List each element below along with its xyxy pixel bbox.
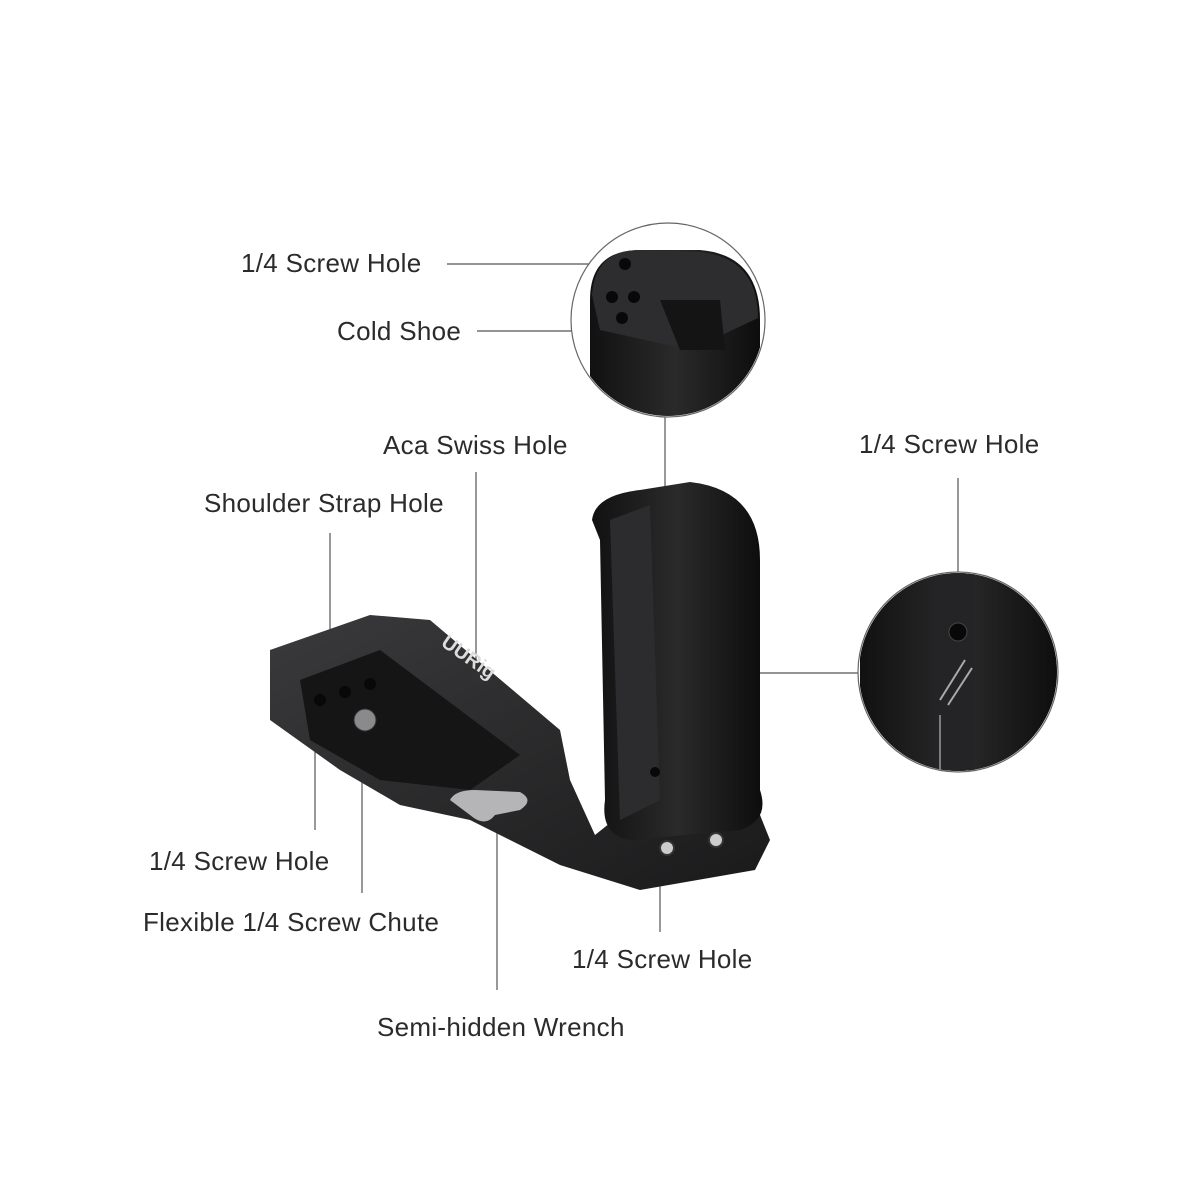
label-arca-swiss-hole: Aca Swiss Hole [383, 430, 568, 460]
camera-cage-handle: UURig [270, 482, 770, 890]
label-flexible-screw-chute: Flexible 1/4 Screw Chute [143, 907, 440, 937]
label-top-screw-hole: 1/4 Screw Hole [241, 248, 422, 278]
cold-shoe-detail [570, 222, 766, 418]
label-bottom-screw-hole: 1/4 Screw Hole [572, 944, 753, 974]
leader-lines [314, 263, 959, 990]
label-grip-screw-hole: 1/4 Screw Hole [859, 429, 1040, 459]
label-semi-hidden-wrench: Semi-hidden Wrench [377, 1012, 625, 1042]
label-cold-shoe: Cold Shoe [337, 316, 462, 346]
label-shoulder-strap-hole: Shoulder Strap Hole [204, 488, 444, 518]
grip-screw-detail [857, 571, 1059, 773]
label-base-screw-hole: 1/4 Screw Hole [149, 846, 330, 876]
